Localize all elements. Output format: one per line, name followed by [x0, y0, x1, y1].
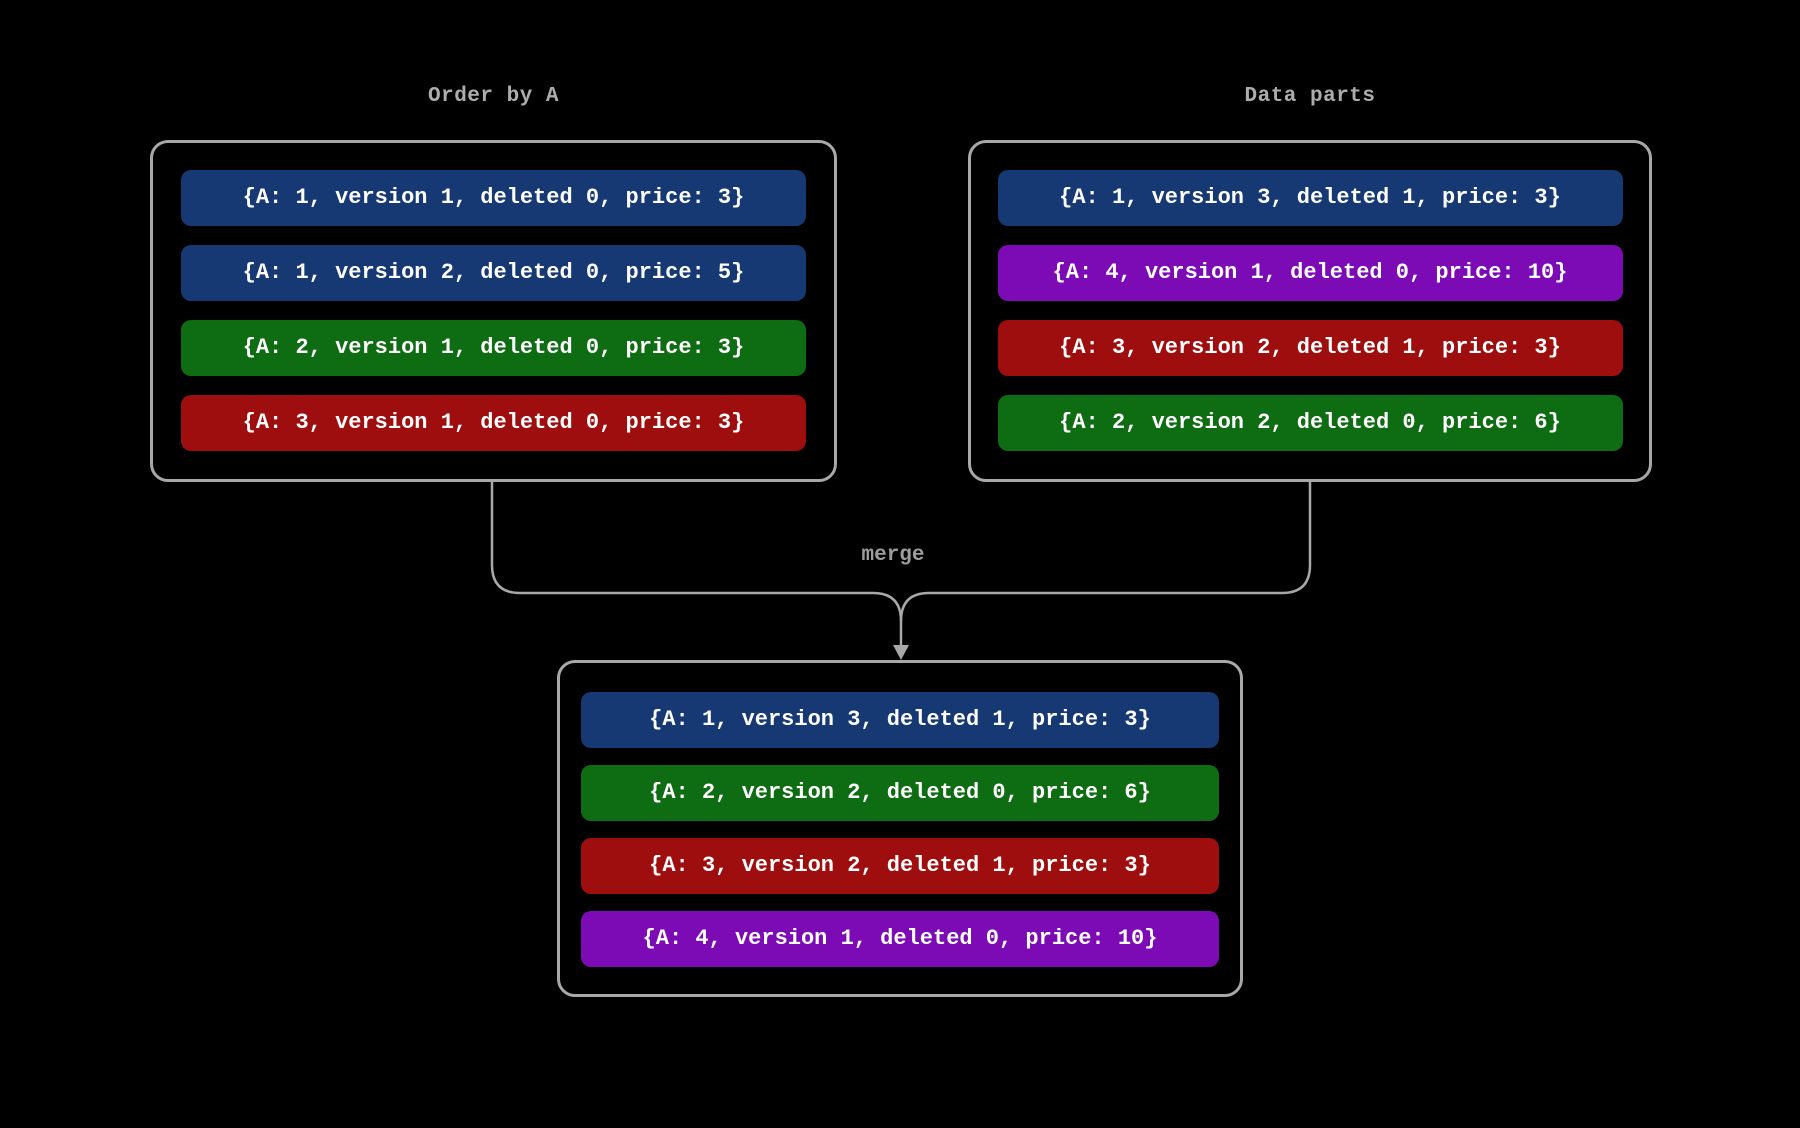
data-parts-box: {A: 1, version 3, deleted 1, price: 3} {…	[968, 140, 1652, 482]
order-by-a-box: {A: 1, version 1, deleted 0, price: 3} {…	[150, 140, 837, 482]
data-row: {A: 1, version 2, deleted 0, price: 5}	[181, 245, 806, 301]
data-row: {A: 1, version 1, deleted 0, price: 3}	[181, 170, 806, 226]
data-row: {A: 4, version 1, deleted 0, price: 10}	[581, 911, 1219, 967]
data-parts-title: Data parts	[1244, 85, 1376, 108]
arrow-down-icon	[893, 645, 909, 660]
order-by-a-rows: {A: 1, version 1, deleted 0, price: 3} {…	[153, 143, 834, 451]
data-row: {A: 3, version 2, deleted 1, price: 3}	[581, 838, 1219, 894]
data-row: {A: 3, version 1, deleted 0, price: 3}	[181, 395, 806, 451]
data-row: {A: 2, version 1, deleted 0, price: 3}	[181, 320, 806, 376]
data-row: {A: 2, version 2, deleted 0, price: 6}	[997, 395, 1623, 451]
data-row: {A: 3, version 2, deleted 1, price: 3}	[997, 320, 1623, 376]
data-row: {A: 2, version 2, deleted 0, price: 6}	[581, 765, 1219, 821]
data-row: {A: 1, version 3, deleted 1, price: 3}	[997, 170, 1623, 226]
data-row: {A: 1, version 3, deleted 1, price: 3}	[581, 692, 1219, 748]
merged-result-box: {A: 1, version 3, deleted 1, price: 3} {…	[557, 660, 1243, 997]
order-by-a-title: Order by A	[427, 85, 560, 108]
merged-rows: {A: 1, version 3, deleted 1, price: 3} {…	[560, 663, 1240, 967]
data-parts-rows: {A: 1, version 3, deleted 1, price: 3} {…	[971, 143, 1649, 451]
data-row: {A: 4, version 1, deleted 0, price: 10}	[997, 245, 1623, 301]
merge-label: merge	[861, 544, 925, 567]
